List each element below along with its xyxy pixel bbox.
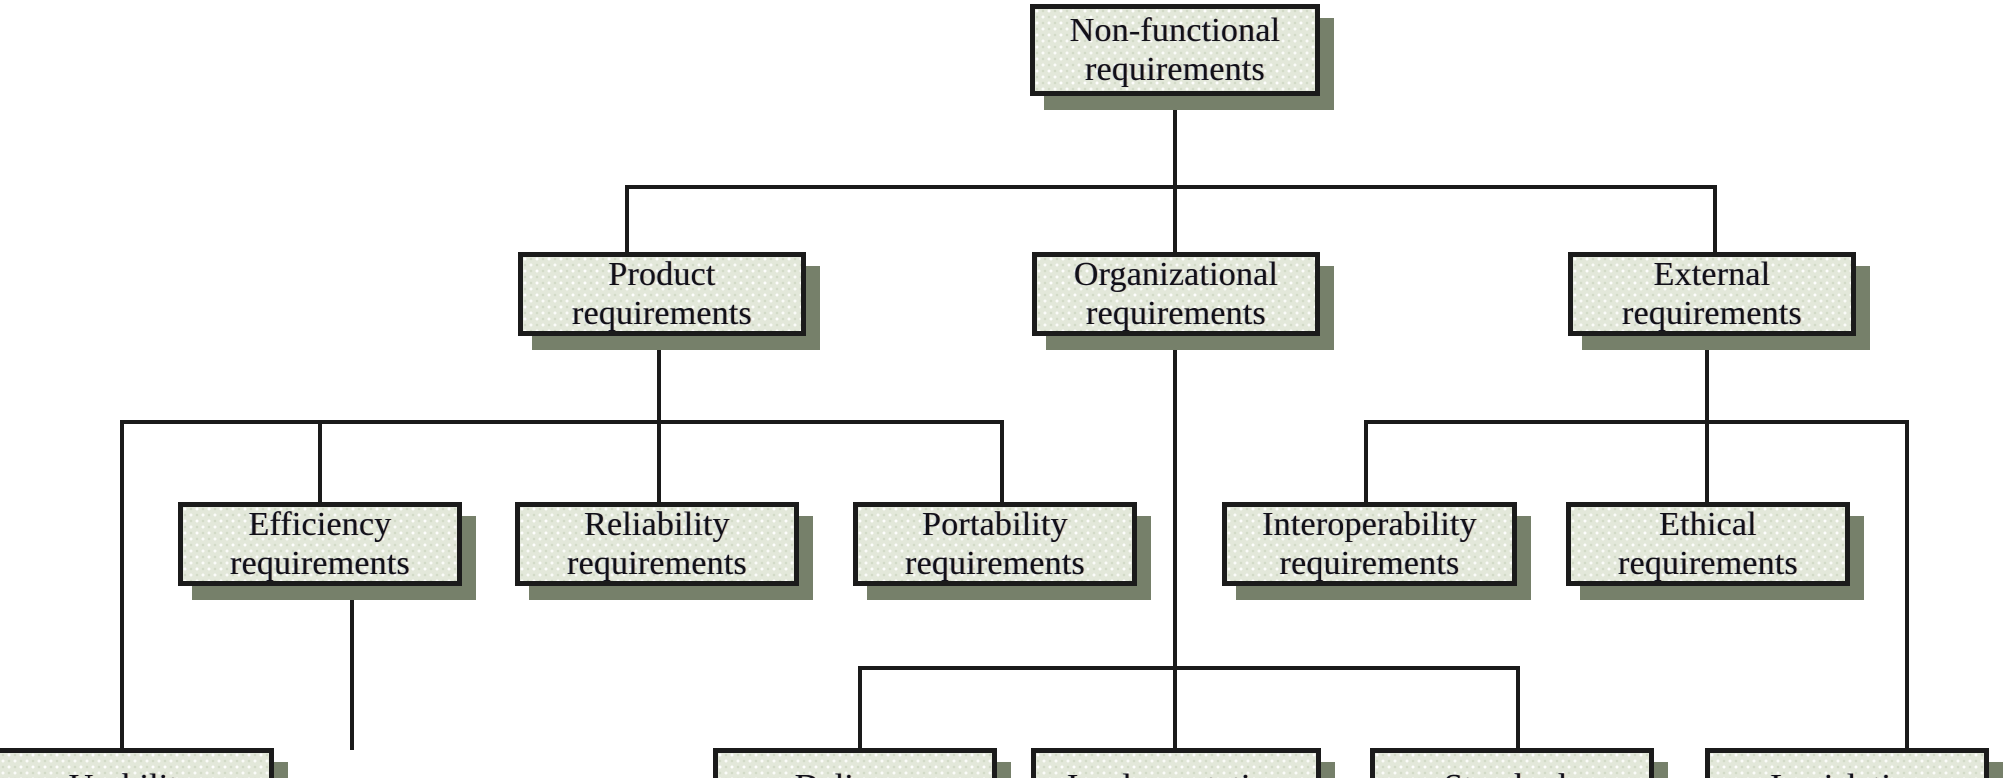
node-implementation[interactable]: Implementation	[1031, 748, 1335, 778]
node-usability[interactable]: Usability	[0, 748, 288, 778]
node-non-functional-requirements[interactable]: Non-functional requirements	[1030, 4, 1334, 110]
edge-root-to-product	[625, 185, 629, 253]
node-label: External requirements	[1622, 255, 1802, 332]
node-standards[interactable]: Standards	[1370, 748, 1668, 778]
node-reliability-requirements[interactable]: Reliability requirements	[515, 502, 813, 600]
edge-external-to-ethical	[1705, 420, 1709, 502]
node-legislative[interactable]: Legislative	[1705, 748, 2003, 778]
node-face: Non-functional requirements	[1030, 4, 1320, 96]
node-label: Legislative	[1764, 753, 1929, 778]
node-label: Standards	[1438, 753, 1586, 778]
node-organizational-requirements[interactable]: Organizational requirements	[1032, 252, 1334, 350]
node-label: Portability requirements	[905, 505, 1085, 582]
node-face: Portability requirements	[853, 502, 1137, 586]
node-external-requirements[interactable]: External requirements	[1568, 252, 1870, 350]
edge-efficiency-stem	[350, 586, 354, 750]
node-face: Standards	[1370, 748, 1654, 778]
node-face: Interoperability requirements	[1222, 502, 1517, 586]
edge-product-to-portability	[1000, 420, 1004, 502]
edge-root-stem	[1173, 92, 1177, 188]
edge-external-to-interoperability	[1364, 420, 1368, 502]
edge-external-bus	[1364, 420, 1909, 424]
node-portability-requirements[interactable]: Portability requirements	[853, 502, 1151, 600]
node-label: Usability	[63, 753, 201, 778]
edge-external-to-legislative	[1905, 420, 1909, 750]
node-label: Efficiency requirements	[230, 505, 410, 582]
node-interoperability-requirements[interactable]: Interoperability requirements	[1222, 502, 1531, 600]
edge-organizational-bus	[858, 666, 1520, 670]
node-face: Delivery	[713, 748, 997, 778]
edge-root-to-organizational	[1173, 185, 1177, 253]
node-face: Reliability requirements	[515, 502, 799, 586]
edge-organizational-to-delivery	[858, 666, 862, 750]
edge-organizational-to-standards	[1516, 666, 1520, 750]
node-face: Product requirements	[518, 252, 806, 336]
node-face: Organizational requirements	[1032, 252, 1320, 336]
node-label: Non-functional requirements	[1069, 11, 1281, 88]
node-delivery[interactable]: Delivery	[713, 748, 1011, 778]
edge-product-to-usability	[120, 420, 124, 750]
edge-root-to-external	[1713, 185, 1717, 253]
edge-external-stem	[1705, 336, 1709, 424]
edge-product-to-reliability	[657, 420, 661, 502]
node-efficiency-requirements[interactable]: Efficiency requirements	[178, 502, 476, 600]
edge-product-to-efficiency	[318, 420, 322, 502]
edge-organizational-stem	[1173, 336, 1177, 670]
edge-product-bus	[120, 420, 1004, 424]
node-label: Reliability requirements	[567, 505, 747, 582]
node-face: Usability	[0, 748, 274, 778]
node-face: Efficiency requirements	[178, 502, 462, 586]
node-face: Legislative	[1705, 748, 1989, 778]
node-label: Product requirements	[572, 255, 752, 332]
node-label: Ethical requirements	[1618, 505, 1798, 582]
node-face: Implementation	[1031, 748, 1321, 778]
edge-organizational-to-implementation	[1173, 666, 1177, 750]
node-ethical-requirements[interactable]: Ethical requirements	[1566, 502, 1864, 600]
node-label: Organizational requirements	[1073, 255, 1279, 332]
node-label: Interoperability requirements	[1262, 505, 1477, 582]
node-label: Implementation	[1061, 753, 1291, 778]
edge-root-bus	[625, 185, 1717, 189]
node-label: Delivery	[789, 753, 922, 778]
node-face: Ethical requirements	[1566, 502, 1850, 586]
node-product-requirements[interactable]: Product requirements	[518, 252, 820, 350]
node-face: External requirements	[1568, 252, 1856, 336]
edge-product-stem	[657, 336, 661, 424]
